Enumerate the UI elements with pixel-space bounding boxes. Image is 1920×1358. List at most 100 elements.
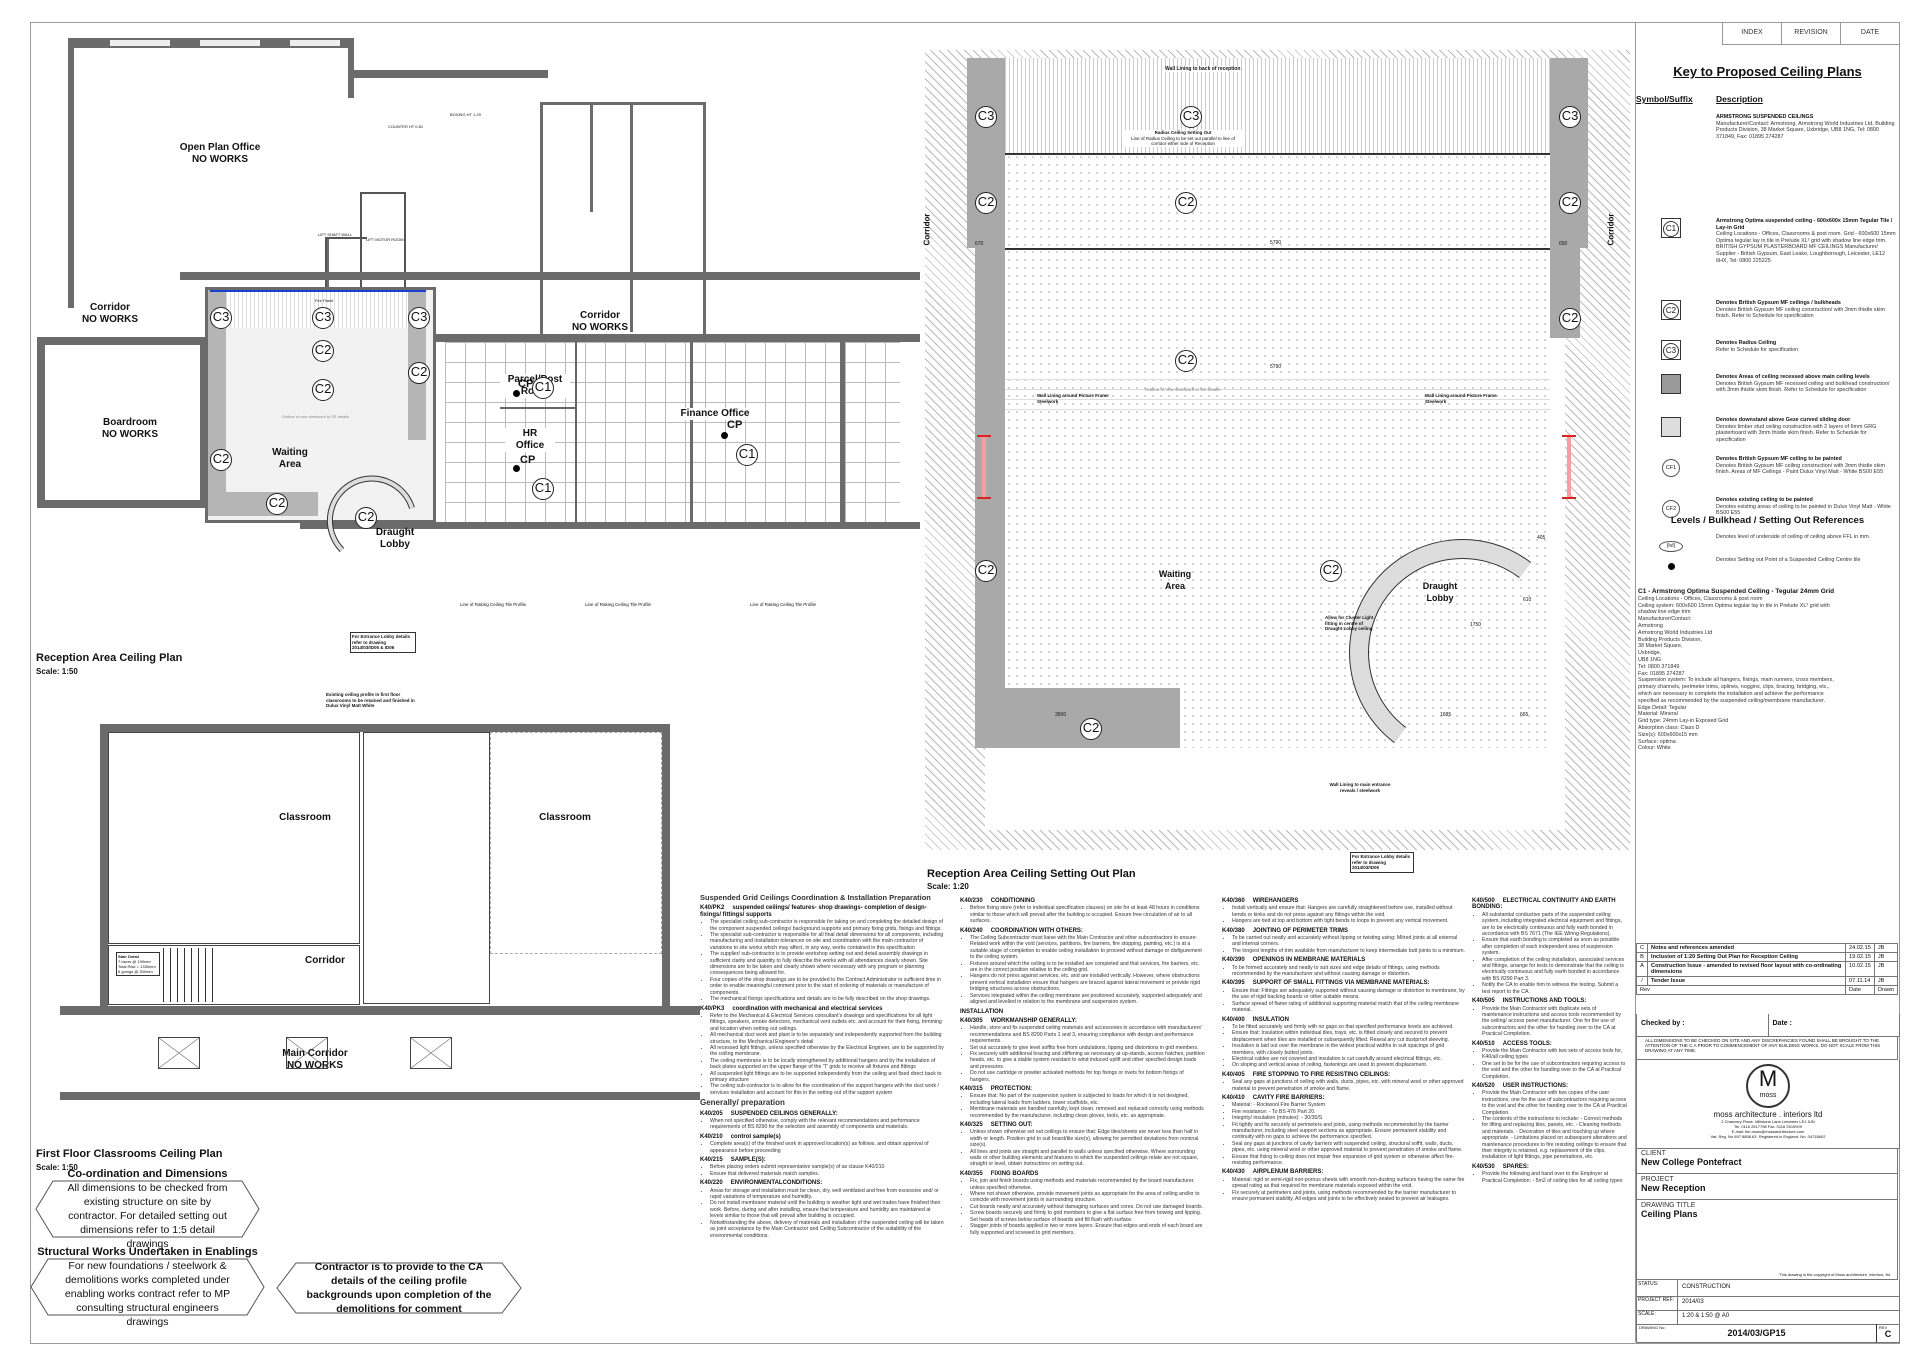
c1-spec-line: Surface: optima: [1638, 738, 1676, 745]
spec-clause-item: Material: - Rockwool Fire Barrier System: [1232, 1102, 1467, 1108]
dim-670: 670: [975, 241, 984, 247]
spec-clause-item: When not specified otherwise, comply wit…: [710, 1118, 945, 1131]
spec-clause-item: Fire resistance: - To BS 476 Part 20.: [1232, 1109, 1467, 1115]
ceiling-type-tag-icon: C3: [1661, 340, 1681, 360]
drawing-sheet-border: [30, 22, 1900, 1344]
revision-rev: /: [1635, 976, 1649, 986]
key-item-title: Denotes British Gypsum MF ceiling to be …: [1716, 456, 1842, 462]
spec-clause-item: To be fitted accurately and firmly with …: [1232, 1024, 1467, 1030]
status-value: CONSTRUCTION: [1682, 1284, 1731, 1290]
revision-desc: Notes and references amended: [1647, 943, 1847, 953]
rev-label: REV: [1879, 1325, 1888, 1330]
spec-clause-item: The ceiling sub-contractor is to allow f…: [710, 1083, 945, 1096]
room-corridor: Corridor: [305, 955, 345, 966]
spec-clause-item: All substantial conductive parts of the …: [1482, 912, 1627, 938]
rev-footer: Rev: [1635, 985, 1847, 995]
drawing-number-row: DRAWING No: 2014/03/GP15 REV C: [1636, 1324, 1900, 1343]
revision-by: JB: [1873, 961, 1899, 977]
raking-line-label: Line of Raking Ceiling Tile Profile: [585, 602, 652, 607]
entrance-lobby-note: For Entrance Lobby details refer to draw…: [1350, 852, 1414, 873]
company-address: 2 Chancery Place, Millstone Lane Leicest…: [1721, 1119, 1815, 1124]
draught-lobby-curve: [326, 475, 415, 553]
scale-label: SCALE:: [1637, 1310, 1678, 1324]
drawing-number: 2014/03/GP15: [1727, 1328, 1786, 1338]
c1-spec-line: Suspension system: To include all hanger…: [1638, 677, 1834, 704]
ceiling-tag-c3: C3: [210, 307, 232, 329]
spec-clause-item: Refer to the Mechanical & Electrical Ser…: [710, 1013, 945, 1032]
counter-label: COUNTER HT 0.81: [388, 124, 424, 129]
plan-title: Reception Area Ceiling Setting Out Plan: [927, 868, 1136, 880]
ceiling-tag-c2: C2: [1559, 308, 1581, 330]
room-open-plan-office: Open Plan Office NO WORKS: [179, 142, 261, 165]
ceiling-tag-c2: C2: [1080, 718, 1102, 740]
c1-specification: C1 - Armstrong Optima Suspended Ceiling …: [1638, 588, 1838, 752]
company-name: moss architecture . interiors ltd: [1713, 1110, 1823, 1119]
scale-row: SCALE: 1:20 & 1:50 @ A0: [1636, 1310, 1900, 1325]
ceiling-tag-c3: C3: [1180, 106, 1202, 128]
client-name: New College Pontefract: [1641, 1157, 1742, 1167]
room-classroom-1: Classroom: [260, 812, 350, 824]
ceiling-tag-c1: C1: [736, 444, 758, 466]
ceiling-tag-c1: C1: [532, 377, 554, 399]
dim-650: 650: [1559, 241, 1568, 247]
dim-1750: 1750: [1470, 622, 1482, 628]
c1-spec-line: Building Products Division,: [1638, 636, 1702, 643]
spec-clause-item: The ceiling membrane is to be locally st…: [710, 1058, 945, 1071]
key-item-title: ARMSTRONG SUSPENDED CEILINGS: [1716, 114, 1814, 120]
spec-clause-item: One set to be for the use of subcontract…: [1482, 1061, 1627, 1080]
spec-clause-item: Notwithstanding the above, delivery of m…: [710, 1220, 945, 1239]
spec-clause-item: All recessed light fittings, unless spec…: [710, 1045, 945, 1058]
revision-rev: A: [1635, 961, 1649, 977]
spec-clause-item: Cut boards neatly and accurately without…: [970, 1204, 1205, 1210]
spec-clause-item: The supplier/ sub-contractor is to provi…: [710, 951, 945, 977]
c1-spec-line: Grid type: 24mm Lay-in Exposed Grid: [1638, 718, 1729, 725]
ceiling-tag-c2: C2: [1559, 192, 1581, 214]
ceiling-type-tag-icon: C2: [1661, 300, 1681, 320]
spec-clause-item: Where not shown otherwise, provide movem…: [970, 1191, 1205, 1204]
revision-desc: Inclusion of 1:20 Setting Out Plan for R…: [1647, 952, 1847, 962]
revision-date: 07.11.14: [1845, 976, 1875, 986]
room-draught-lobby: Draught Lobby: [375, 527, 415, 550]
ceiling-tag-c2: C2: [1320, 560, 1342, 582]
reception-setting-out-plan-1-20: Wall Lining to back of reception Radius …: [923, 30, 1630, 891]
company-logo-block: M moss moss architecture . interiors ltd…: [1636, 1060, 1900, 1149]
room-waiting-area: Waiting Area: [1158, 569, 1192, 591]
company-email: E-mail: tim.moss@mossarchitecture.com: [1731, 1129, 1805, 1134]
key-item-description: Denotes British Gypsum MF recessed ceili…: [1716, 380, 1890, 394]
ceiling-tag-c3: C3: [408, 307, 430, 329]
key-item-title: Denotes downstand above Geze curved slid…: [1716, 417, 1851, 423]
entrance-lobby-note: For Entrance Lobby details refer to draw…: [350, 632, 416, 653]
spec-clause-item: Unless shown otherwise set out ceilings …: [970, 1129, 1205, 1148]
setting-out-description: Denotes Setting out Point of a Suspended…: [1716, 557, 1861, 563]
key-item-description: Denotes timber stud ceiling construction…: [1716, 423, 1877, 443]
cluster-light-note: Allow for Cluster Light fitting in centr…: [1325, 615, 1374, 631]
revision-desc: Construction Issue - amended to revised …: [1647, 961, 1847, 977]
spec-clause-item: Provide the following and hand over to t…: [1482, 1171, 1627, 1184]
corridor-right-label: Corridor: [1606, 213, 1616, 246]
boxing-label: BOXING HT 1.29: [450, 112, 481, 117]
ceiling-tag-c2: C2: [1175, 350, 1197, 372]
spec-clause-item: Notify the CA to enable him to witness t…: [1482, 982, 1627, 995]
c1-spec-line: Ceiling Locations - Offices, Classrooms …: [1638, 595, 1763, 602]
reception-ceiling-plan-1-50: Open Plan Office NO WORKS LIFT SHAFT WAL…: [30, 22, 920, 676]
plan-title: Reception Area Ceiling Plan: [36, 652, 183, 664]
lift-motor-label: LIFT MOTOR ROOM: [366, 237, 404, 242]
plan-scale: Scale: 1:50: [36, 667, 78, 676]
project-ref-label: PROJECT REF:: [1637, 1296, 1678, 1310]
fire-panel-label: Fire Panel: [315, 298, 334, 303]
note-contractor: Contractor is to provide to the CA detai…: [276, 1261, 522, 1315]
c1-spec-line: Tel: 0800 371849: [1638, 663, 1680, 670]
spec-clause-item: Seal any gaps at junctions of ceiling wi…: [1232, 1079, 1467, 1092]
c1-spec-line: Fax: 01895 274287: [1638, 670, 1685, 677]
rev-value: C: [1884, 1329, 1892, 1339]
key-item-title: Denotes British Gypsum MF ceilings / bul…: [1716, 300, 1841, 306]
radius-setting-out-note: Radius Ceiling Setting Out Line of Radiu…: [1123, 130, 1243, 147]
